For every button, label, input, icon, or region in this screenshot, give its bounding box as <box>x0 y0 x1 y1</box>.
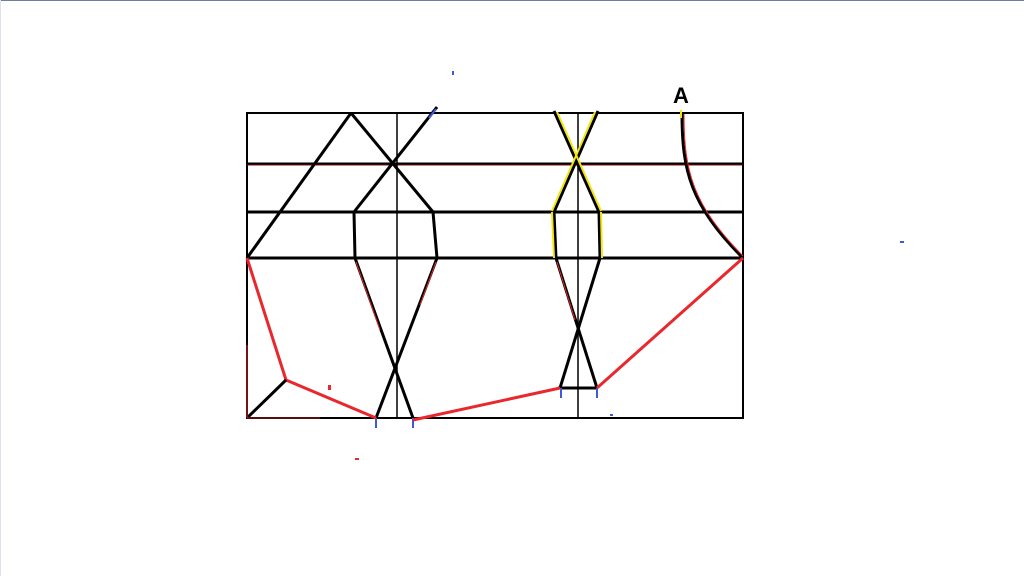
right-body-right-side <box>597 211 602 259</box>
red-arrow-path <box>596 256 744 390</box>
right-upper-x-a-yellow <box>556 111 602 212</box>
left-lower-x-a <box>353 257 415 419</box>
stray-red-mark-2 <box>355 458 359 460</box>
curve-a <box>680 112 745 260</box>
right-body-right-side-yellow <box>600 211 603 259</box>
red-construction-path <box>245 257 377 420</box>
stray-blue-mark-3 <box>610 414 613 416</box>
left-diagonal-line <box>245 112 353 259</box>
red-connector-path <box>412 386 561 422</box>
window-top-edge <box>0 0 1024 1</box>
left-lower-x-b <box>374 257 439 419</box>
right-lower-x-red <box>556 261 576 321</box>
curve-a-red-edge <box>683 113 744 257</box>
right-upper-x-b-yellow <box>551 111 596 212</box>
right-body-left-side-yellow <box>551 211 555 259</box>
left-x-line-b <box>352 106 439 213</box>
left-x-blue-tip <box>428 108 437 119</box>
left-body-right-side <box>431 211 439 259</box>
stray-blue-mark-1 <box>452 71 454 75</box>
left-body-left-side <box>352 211 357 259</box>
right-body-left-side <box>552 211 558 259</box>
lower-left-black-diagonal <box>245 378 288 420</box>
left-lower-x-red-a <box>355 261 381 331</box>
left-lower-x-red-b <box>419 261 437 306</box>
label-a: A <box>673 83 689 108</box>
right-upper-x-b <box>552 110 600 213</box>
stray-blue-mark-2 <box>900 241 904 243</box>
stray-red-mark-1 <box>328 385 331 390</box>
right-lower-x-b <box>558 257 602 389</box>
outer-frame <box>246 112 744 419</box>
window-left-edge <box>0 0 1 576</box>
